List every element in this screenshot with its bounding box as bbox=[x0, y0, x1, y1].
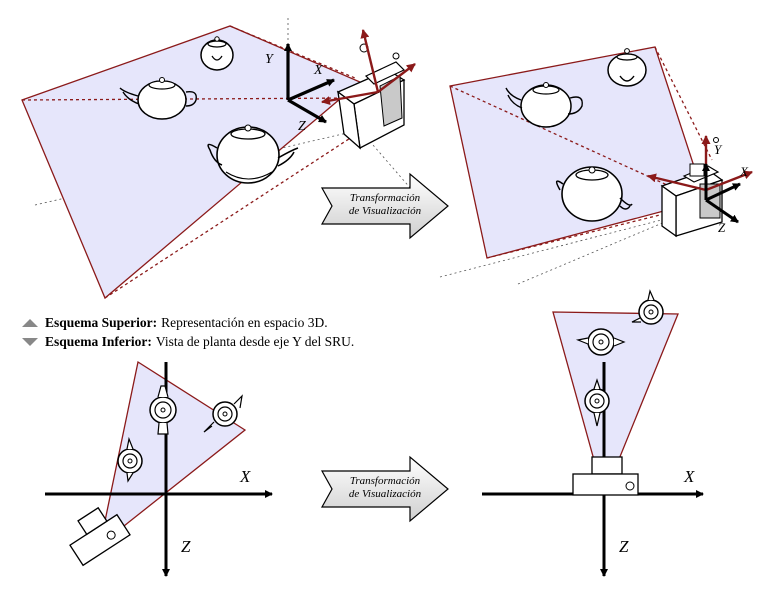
lower-left-plan-view: X Z bbox=[45, 360, 273, 577]
legend-lower-title: Esquema Inferior: bbox=[45, 334, 152, 349]
transform-label-line2: de Visualización bbox=[349, 488, 422, 500]
teapot-top-view bbox=[203, 394, 243, 433]
lower-right-plan-view: X Z bbox=[482, 289, 704, 577]
axis-z-label: Z bbox=[619, 537, 629, 556]
axis-x-label: X bbox=[239, 467, 251, 486]
world-z-guide bbox=[359, 129, 413, 191]
teapot-top-view bbox=[149, 385, 177, 435]
view-frustum bbox=[21, 25, 362, 300]
world-z-guide bbox=[517, 204, 706, 285]
teapot-top-view bbox=[584, 378, 610, 427]
axis-x-label: X bbox=[739, 164, 749, 179]
axis-y-label: Y bbox=[714, 142, 723, 157]
teapot-large bbox=[555, 166, 633, 222]
legend-upper: Esquema Superior: Representación en espa… bbox=[22, 313, 354, 332]
legend: Esquema Superior: Representación en espa… bbox=[22, 313, 354, 351]
view-frustum-plan bbox=[552, 311, 679, 499]
camera-top-view bbox=[572, 456, 639, 496]
teapot-medium bbox=[119, 77, 197, 120]
teapot-large bbox=[207, 124, 299, 184]
frustum-edge-dashed bbox=[229, 25, 356, 79]
teapot-medium bbox=[505, 82, 583, 128]
transform-arrow-bottom: Transformación de Visualización bbox=[320, 455, 449, 523]
upper-right-3d-scene: Y X Z bbox=[439, 46, 753, 285]
legend-lower-text: Vista de planta desde eje Y del SRU. bbox=[155, 334, 355, 349]
teapot-small bbox=[200, 36, 234, 71]
transform-label-line2: de Visualización bbox=[349, 205, 422, 217]
teapot-top-view bbox=[631, 289, 664, 325]
axis-x-label: X bbox=[683, 467, 695, 486]
camera-top-view bbox=[69, 506, 131, 567]
camera-axes-3d bbox=[321, 29, 416, 106]
teapot-top-view bbox=[575, 328, 626, 356]
teapot-top-view bbox=[117, 436, 143, 483]
axis-y-label: Y bbox=[265, 52, 275, 67]
frustum-edge-dashed bbox=[104, 134, 356, 299]
legend-upper-text: Representación en espacio 3D. bbox=[161, 315, 328, 330]
triangle-up-icon bbox=[22, 318, 38, 327]
frustum-edge-dashed bbox=[21, 97, 356, 101]
transform-arrow-top: Transformación de Visualización bbox=[320, 172, 449, 240]
upper-left-3d-scene: Y X Z bbox=[21, 18, 416, 300]
view-frustum-plan bbox=[98, 360, 247, 547]
transform-label-line1: Transformación bbox=[350, 475, 421, 487]
teapot-small bbox=[607, 48, 647, 87]
axis-z-label: Z bbox=[718, 220, 726, 235]
axis-z-label: Z bbox=[181, 537, 191, 556]
triangle-down-icon bbox=[22, 337, 38, 346]
legend-upper-title: Esquema Superior: bbox=[45, 315, 158, 330]
world-axes-3d: Y X Z bbox=[265, 43, 335, 134]
axis-x-label: X bbox=[313, 63, 323, 78]
transform-label-line1: Transformación bbox=[350, 192, 421, 204]
axis-z-label: Z bbox=[298, 119, 306, 134]
world-axes-3d: Y X Z bbox=[702, 142, 749, 235]
legend-lower: Esquema Inferior: Vista de planta desde … bbox=[22, 332, 354, 351]
frustum-edge-dashed bbox=[449, 85, 701, 201]
